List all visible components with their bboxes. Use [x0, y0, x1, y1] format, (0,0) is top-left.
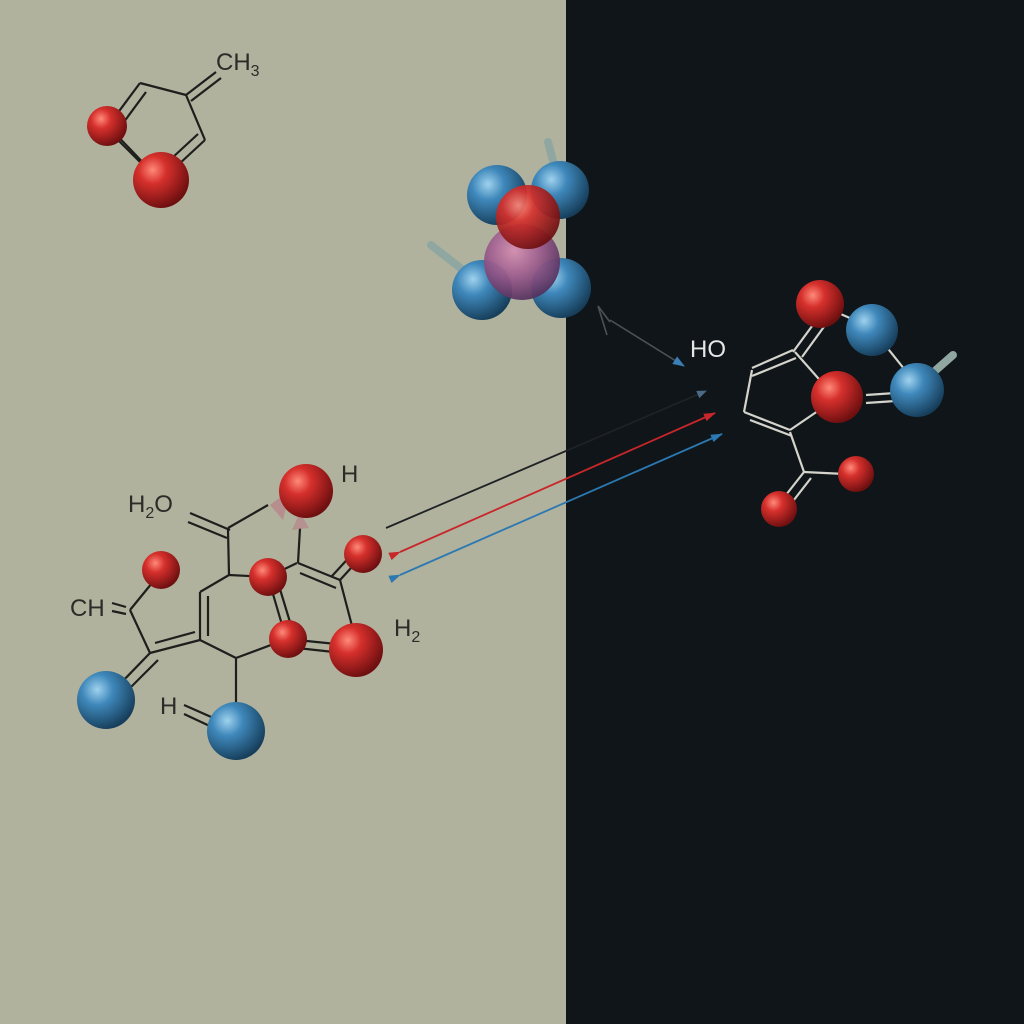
oxygen-atom [133, 152, 189, 208]
label-ho: HO [690, 336, 726, 363]
oxygen-atom [249, 558, 287, 596]
oxygen-atom [496, 185, 560, 249]
oxygen-atom [796, 280, 844, 328]
blue-atom [207, 702, 265, 760]
reaction-arrows [385, 390, 723, 584]
label-h-top: H [341, 461, 358, 488]
oxygen-atom [811, 371, 863, 423]
oxygen-atom [761, 491, 797, 527]
pale-arrow [597, 305, 685, 367]
oxygen-atom [838, 456, 874, 492]
blue-atom [846, 304, 898, 356]
blue-atom [77, 671, 135, 729]
oxygen-atom [344, 535, 382, 573]
label-h2-right: H2 [394, 615, 420, 646]
molecule-bottom-left [77, 464, 383, 760]
label-h2o: H2O [128, 491, 173, 522]
oxygen-atom [142, 551, 180, 589]
label-h-bottom: H [160, 693, 177, 720]
oxygen-atom [269, 620, 307, 658]
oxygen-atom [329, 623, 383, 677]
molecule-ball-cluster [427, 138, 591, 320]
label-ch-left: CH [70, 595, 105, 622]
molecule-right [742, 280, 957, 527]
oxygen-atom [87, 106, 127, 146]
oxygen-atom [279, 464, 333, 518]
blue-atom [890, 363, 944, 417]
blue-arrow-forward [388, 433, 723, 584]
label-ch3: CH3 [216, 49, 260, 80]
